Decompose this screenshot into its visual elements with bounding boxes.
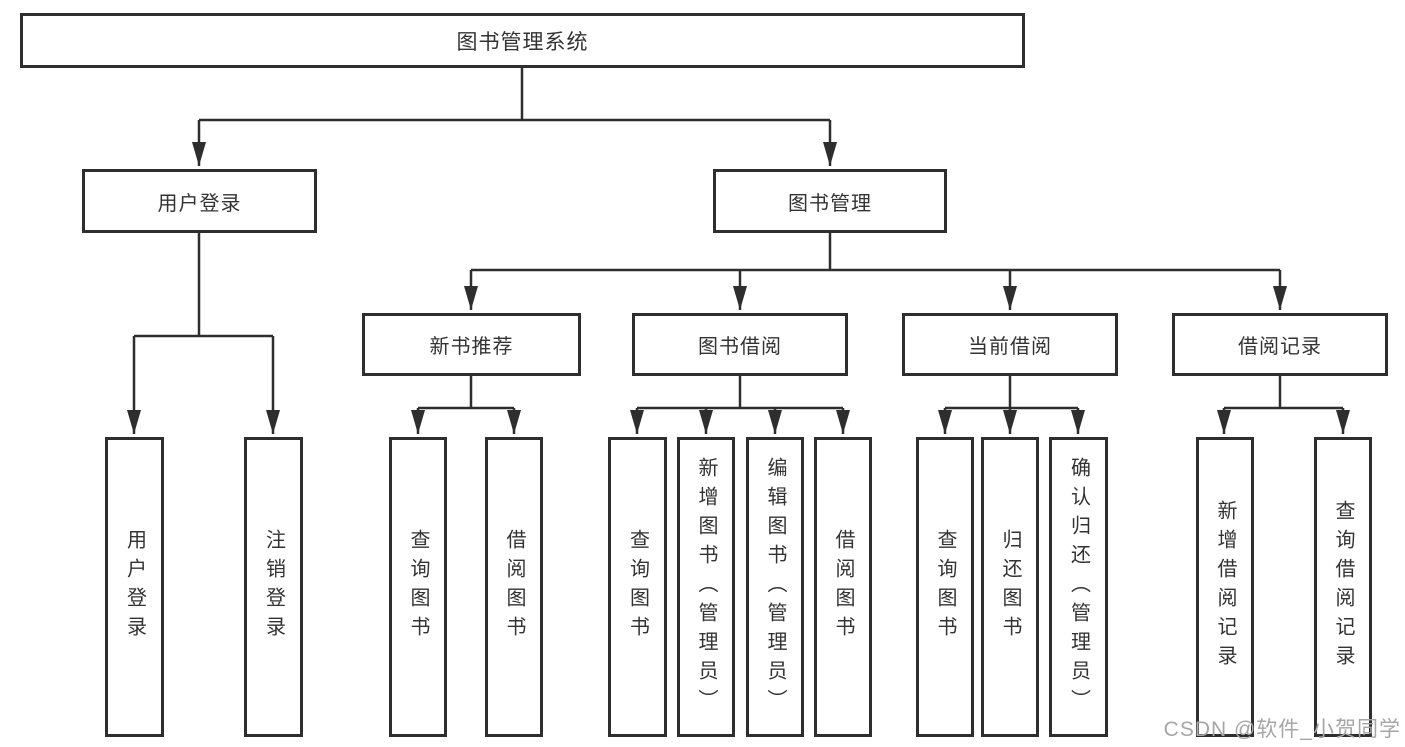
node-current-borrow: 当前借阅 [902,313,1118,376]
leaf-label: 查询图书 [407,529,429,645]
node-label: 图书管理系统 [456,30,589,54]
leaf-label: 新增借阅记录 [1214,500,1236,674]
leaf-bb-edit-book-admin: 编辑图书（管理员） [746,437,804,737]
leaf-label: 归还图书 [999,529,1021,645]
node-label: 借阅记录 [1238,336,1322,358]
node-user-login-branch: 用户登录 [82,169,317,233]
leaf-br-query-record: 查询借阅记录 [1314,437,1372,737]
node-new-book-recommend: 新书推荐 [362,313,581,376]
leaf-cb-return-books: 归还图书 [981,437,1039,737]
leaf-logout: 注销登录 [244,437,303,737]
leaf-nbr-borrow-books: 借阅图书 [485,437,543,737]
node-borrow-records: 借阅记录 [1172,313,1388,376]
leaf-cb-confirm-return-admin: 确认归还（管理员） [1049,437,1108,737]
leaf-label: 借阅图书 [832,529,854,645]
leaf-nbr-query-books: 查询图书 [389,437,447,737]
leaf-label: 查询图书 [626,529,649,645]
leaf-bb-query-books: 查询图书 [608,437,667,737]
leaf-label: 新增图书（管理员） [695,456,717,718]
leaf-label: 查询图书 [934,529,956,645]
leaf-bb-add-book-admin: 新增图书（管理员） [677,437,735,737]
leaf-label: 用户登录 [123,529,146,645]
node-label: 用户登录 [157,192,242,215]
node-label: 新书推荐 [429,336,514,358]
leaf-label: 借阅图书 [503,529,525,645]
leaf-bb-borrow-books: 借阅图书 [814,437,872,737]
leaf-label: 确认归还（管理员） [1067,456,1090,718]
leaf-cb-query-books: 查询图书 [916,437,974,737]
node-label: 图书管理 [788,192,872,215]
node-label: 图书借阅 [698,336,782,358]
leaf-label: 查询借阅记录 [1332,500,1354,674]
leaf-br-add-record: 新增借阅记录 [1196,437,1254,737]
node-book-management: 图书管理 [713,169,947,233]
watermark: CSDN @软件_小贺同学 [1163,718,1401,741]
leaf-user-login: 用户登录 [105,437,164,737]
node-label: 当前借阅 [968,336,1052,358]
node-book-management-system: 图书管理系统 [20,13,1025,68]
leaf-label: 注销登录 [262,529,285,645]
leaf-label: 编辑图书（管理员） [764,456,786,718]
node-book-borrow: 图书借阅 [632,313,848,376]
